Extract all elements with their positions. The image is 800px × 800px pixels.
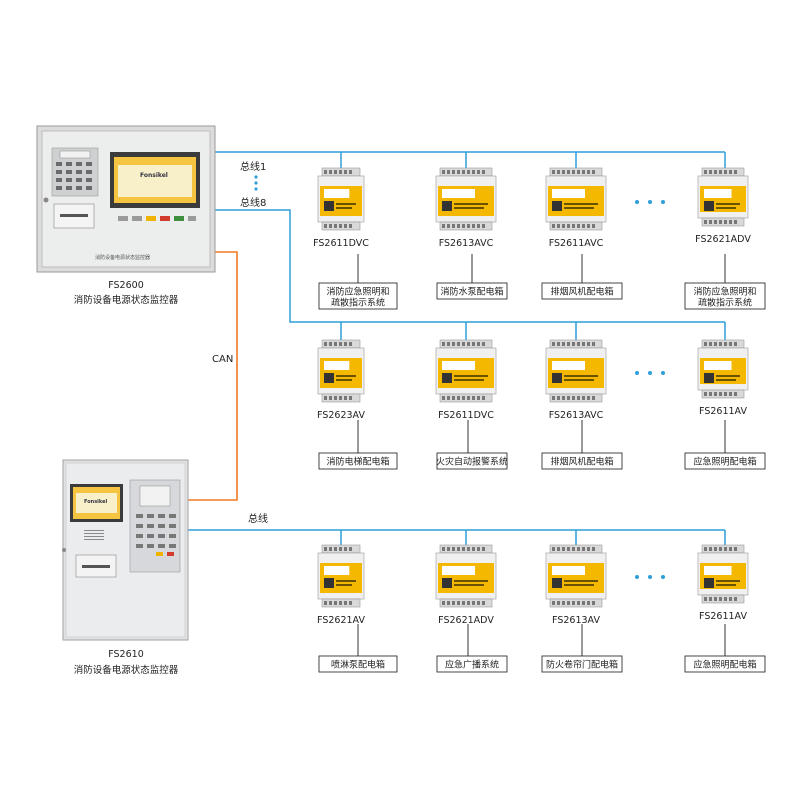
- screen-logo: Fonsikel: [140, 172, 168, 179]
- system-connectors: [357, 254, 726, 656]
- bus1-label: 总线1: [240, 160, 266, 173]
- lock-icon: [43, 197, 49, 203]
- module-model-label: FS2621ADV: [438, 615, 494, 626]
- system-label: 排烟风机配电箱: [550, 456, 613, 468]
- system-box: 排烟风机配电箱: [541, 282, 623, 300]
- module-device: [317, 339, 365, 403]
- module-model-label: FS2611DVC: [438, 410, 494, 421]
- system-label: 火灾自动报警系统: [436, 456, 508, 468]
- system-label: 排烟风机配电箱: [550, 286, 613, 298]
- svg-text:Fonsikel: Fonsikel: [84, 499, 107, 505]
- system-label: 喷淋泵配电箱: [331, 659, 385, 671]
- system-label: 应急照明配电箱: [693, 659, 756, 671]
- module-model-label: FS2623AV: [317, 410, 365, 421]
- bus-label: 总线: [248, 512, 268, 525]
- system-box: 应急照明配电箱: [684, 655, 766, 673]
- can-label: CAN: [212, 354, 233, 365]
- system-label: 消防水泵配电箱: [440, 286, 503, 298]
- module-device: [317, 544, 365, 608]
- module-device: [545, 339, 607, 403]
- module-device: [697, 544, 749, 604]
- module-device: [697, 339, 749, 399]
- system-label: 防火卷帘门配电箱: [546, 659, 618, 671]
- module-model-label: FS2611AV: [699, 406, 747, 417]
- system-box: 应急照明配电箱: [684, 452, 766, 470]
- system-box: 应急广播系统: [436, 655, 508, 673]
- system-label: 疏散指示系统: [331, 297, 385, 309]
- fs2600-desc-label: 消防设备电源状态监控器: [74, 294, 179, 306]
- system-label: 疏散指示系统: [698, 297, 752, 309]
- module-device: [435, 544, 497, 608]
- bus-wiring: [188, 151, 726, 545]
- bus8-line: [215, 209, 725, 323]
- module-device: [697, 167, 749, 227]
- module-model-label: FS2613AVC: [439, 238, 494, 249]
- module-device: [545, 167, 607, 231]
- speaker-grill: [84, 530, 104, 540]
- system-label: 消防应急照明和: [326, 286, 389, 298]
- module-model-label: FS2613AVC: [549, 410, 604, 421]
- indicator-buttons: [118, 216, 196, 221]
- more-modules-dots: [635, 200, 665, 579]
- system-box: 火灾自动报警系统: [436, 452, 508, 470]
- fs2610-desc-label: 消防设备电源状态监控器: [74, 664, 179, 676]
- system-box: 防火卷帘门配电箱: [541, 655, 623, 673]
- module-device: [545, 544, 607, 608]
- module-layer: FS2611DVC消防应急照明和疏散指示系统FS2613AVC消防水泵配电箱FS…: [313, 167, 766, 673]
- module-model-label: FS2611AV: [699, 611, 747, 622]
- panel-caption: 消防设备电源状态监控器: [95, 254, 150, 261]
- module-device: [317, 167, 365, 231]
- bus-continuation-dots: [254, 175, 258, 191]
- module-model-label: FS2611AVC: [549, 238, 604, 249]
- module-model-label: FS2621AV: [317, 615, 365, 626]
- module-model-label: FS2613AV: [552, 615, 600, 626]
- system-box: 喷淋泵配电箱: [318, 655, 398, 673]
- fs2610-controller: Fonsikel: [62, 459, 189, 641]
- system-box: 消防水泵配电箱: [436, 282, 508, 300]
- system-label: 应急照明配电箱: [693, 456, 756, 468]
- keypad-buttons: [56, 162, 92, 190]
- fs2600-model-label: FS2600: [108, 280, 144, 291]
- system-label: 应急广播系统: [445, 659, 499, 671]
- fs2610-model-label: FS2610: [108, 649, 144, 660]
- system-label: 消防应急照明和: [693, 286, 756, 298]
- module-model-label: FS2621ADV: [695, 234, 751, 245]
- can-line: [188, 251, 238, 501]
- module-device: [435, 339, 497, 403]
- bus8-label: 总线8: [240, 196, 266, 209]
- system-box: 消防电梯配电箱: [318, 452, 398, 470]
- module-model-label: FS2611DVC: [313, 238, 369, 249]
- system-label: 消防电梯配电箱: [326, 456, 389, 468]
- fs2600-controller: Fonsikel 消防设备电源状态监控器: [36, 125, 216, 273]
- module-device: [435, 167, 497, 231]
- system-box: 排烟风机配电箱: [541, 452, 623, 470]
